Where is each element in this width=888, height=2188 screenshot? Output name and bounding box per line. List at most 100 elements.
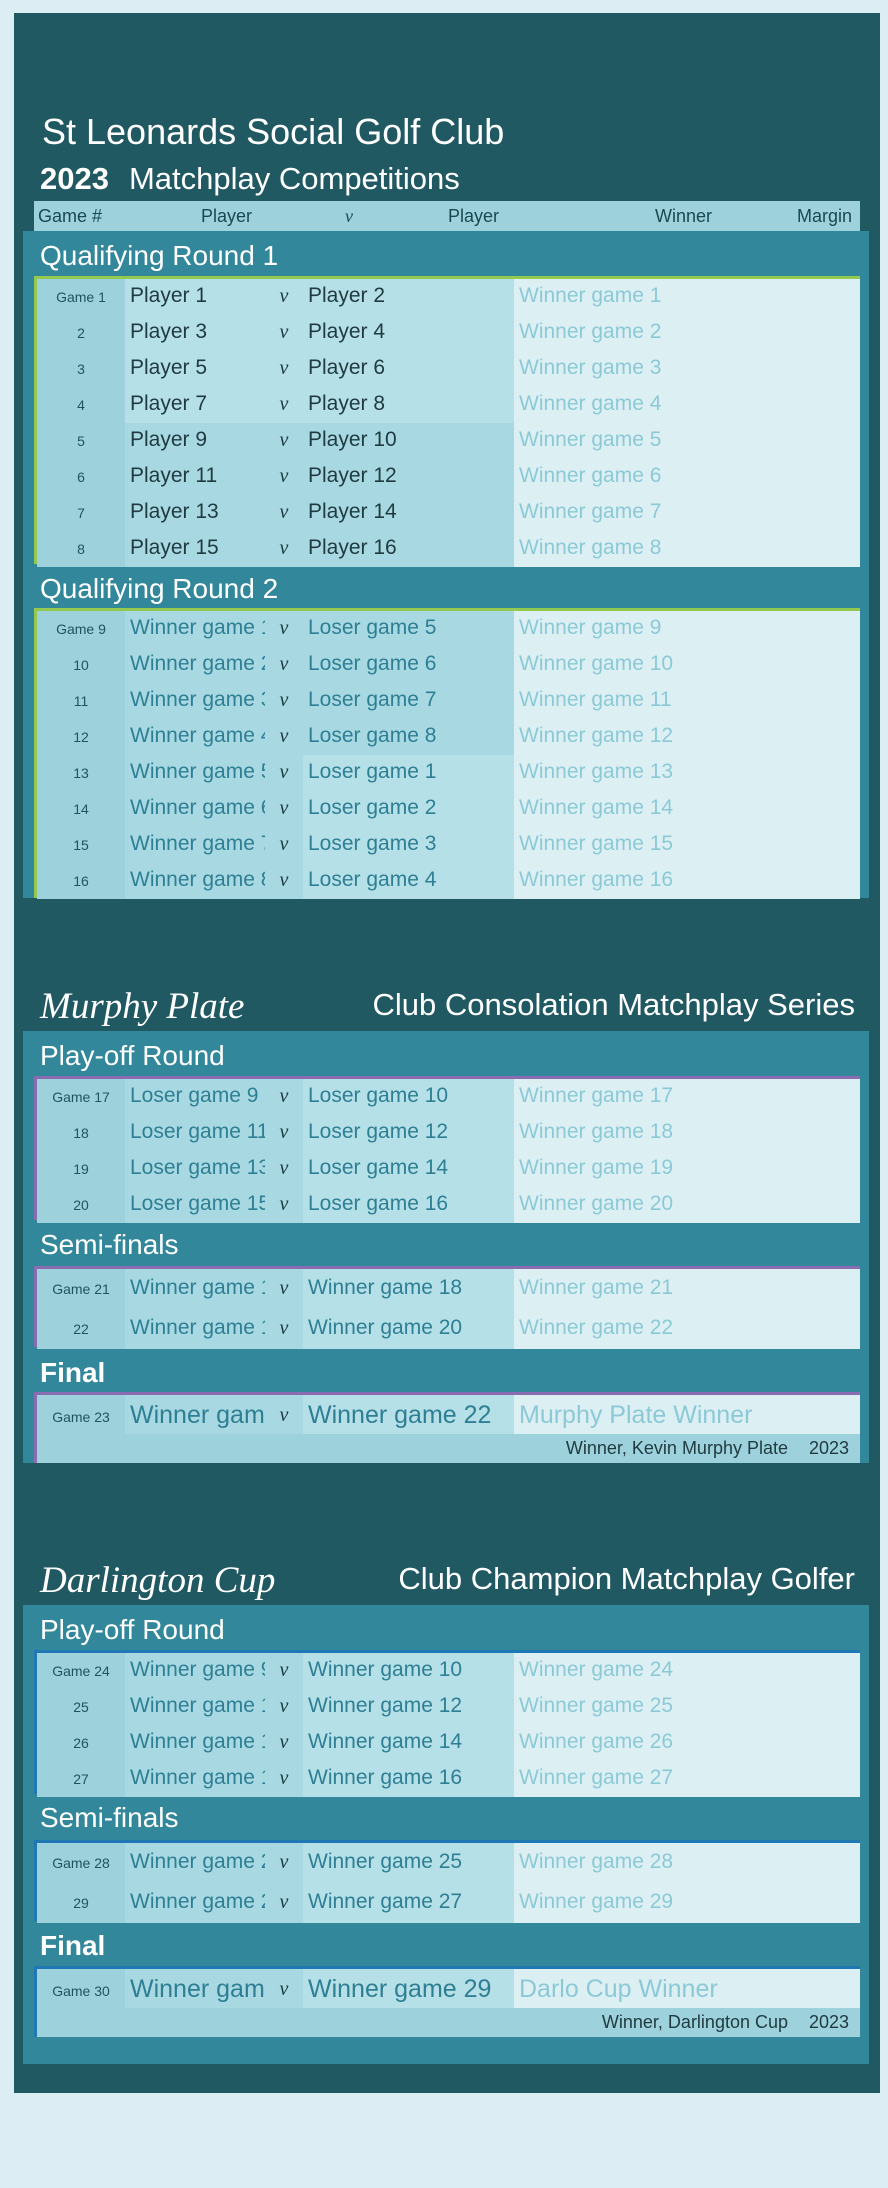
vs-marker: v: [265, 791, 303, 827]
player2: Player 12: [303, 459, 514, 495]
game-number-text: 7: [77, 505, 85, 521]
winner-cell: Winner game 12: [514, 719, 860, 755]
player2: Winner game 18: [303, 1269, 514, 1309]
darlington-semis-title: Semi-finals: [40, 1802, 179, 1833]
game-number: 8: [37, 531, 125, 567]
winner-cell: Winner game 28: [514, 1843, 860, 1883]
vs-marker: v: [265, 1969, 303, 2008]
player1: Winner game 28: [125, 1969, 313, 2008]
game-number: 13: [37, 755, 125, 791]
winner-cell: Winner game 21: [514, 1269, 860, 1309]
player1-text: Player 3: [130, 320, 208, 343]
player2: Loser game 5: [303, 611, 514, 647]
player2-text: Loser game 16: [308, 1192, 449, 1215]
player1: Winner game 19: [125, 1309, 284, 1349]
vs-marker: v: [265, 459, 303, 495]
winner-cell: Winner game 7: [514, 495, 860, 531]
vs-marker-text: v: [279, 833, 289, 855]
winner-cell: Winner game 10: [514, 647, 860, 683]
competition-year: 2023: [40, 161, 109, 196]
player2: Player 2: [303, 279, 514, 315]
col-margin: Margin: [797, 206, 853, 226]
player1: Winner game 6: [125, 791, 272, 827]
player2-text: Loser game 6: [308, 652, 437, 675]
player1: Winner game 17: [125, 1269, 284, 1309]
player2: Winner game 27: [303, 1883, 514, 1923]
game-number-text: Game 28: [52, 1855, 110, 1871]
trophy-winner-label: Winner, Kevin Murphy Plate: [565, 1438, 788, 1458]
game-number-text: 19: [73, 1161, 89, 1177]
player1: Winner game 21: [125, 1395, 313, 1434]
winner-cell: Winner game 11: [514, 683, 860, 719]
game-number-text: 8: [77, 541, 85, 557]
winner-cell: Winner game 27: [514, 1761, 860, 1797]
player2-text: Player 4: [308, 320, 386, 343]
game-number: Game 17: [37, 1079, 125, 1115]
vs-marker: v: [265, 1309, 303, 1349]
vs-marker: v: [265, 1689, 303, 1725]
vs-marker: v: [265, 1725, 303, 1761]
player2: Player 8: [303, 387, 514, 423]
vs-marker: v: [265, 719, 303, 755]
player1-text: Player 11: [130, 464, 218, 487]
player1-text: Player 1: [130, 284, 208, 307]
player2: Loser game 3: [303, 827, 514, 863]
player2-text: Winner game 27: [308, 1890, 463, 1913]
player2: Winner game 14: [303, 1725, 514, 1761]
player1-text: Winner game 1: [130, 616, 273, 639]
game-number-text: 6: [77, 469, 85, 485]
player2-text: Player 16: [308, 536, 397, 559]
player1-text: Winner game 13: [130, 1730, 285, 1753]
winner-cell: Winner game 1: [514, 279, 860, 315]
player1: Player 11: [125, 459, 265, 495]
murphy-plate-title: Murphy Plate: [40, 986, 245, 1027]
competition-heading: 2023 Matchplay Competitions: [40, 161, 460, 197]
winner-cell-text: Winner game 10: [519, 652, 674, 675]
player2: Loser game 8: [303, 719, 514, 755]
game-number-text: Game 21: [52, 1281, 110, 1297]
game-number: 18: [37, 1115, 125, 1151]
player1: Player 5: [125, 351, 265, 387]
vs-marker-text: v: [279, 1851, 289, 1873]
player1-text: Winner game 7: [130, 832, 273, 855]
player2: Winner game 25: [303, 1843, 514, 1883]
winner-cell: Winner game 13: [514, 755, 860, 791]
vs-marker-text: v: [279, 1731, 289, 1753]
winner-cell-text: Winner game 19: [519, 1156, 674, 1179]
player1-text: Winner game 8: [130, 868, 273, 891]
competition-title: Matchplay Competitions: [128, 161, 460, 196]
winner-cell: Winner game 6: [514, 459, 860, 495]
vs-marker-text: v: [279, 1404, 289, 1426]
vs-marker-text: v: [279, 285, 289, 307]
game-number: Game 24: [37, 1653, 125, 1689]
winner-cell-text: Winner game 5: [519, 428, 662, 451]
player1: Winner game 5: [125, 755, 272, 791]
game-number-text: 4: [77, 397, 85, 413]
winner-cell: Winner game 18: [514, 1115, 860, 1151]
game-number: Game 28: [37, 1843, 125, 1883]
player2: Loser game 7: [303, 683, 514, 719]
winner-cell: Winner game 29: [514, 1883, 860, 1923]
player2-text: Loser game 2: [308, 796, 437, 819]
winner-cell-text: Winner game 16: [519, 868, 674, 891]
darlington-final-title: Final: [40, 1930, 106, 1961]
game-number: Game 1: [37, 279, 125, 315]
murphy-playoff-title: Play-off Round: [40, 1040, 225, 1071]
player2-text: Player 12: [308, 464, 397, 487]
player2-text: Winner game 16: [308, 1766, 463, 1789]
winner-cell-text: Murphy Plate Winner: [519, 1401, 753, 1429]
player2-text: Loser game 3: [308, 832, 437, 855]
vs-marker: v: [265, 1269, 303, 1309]
